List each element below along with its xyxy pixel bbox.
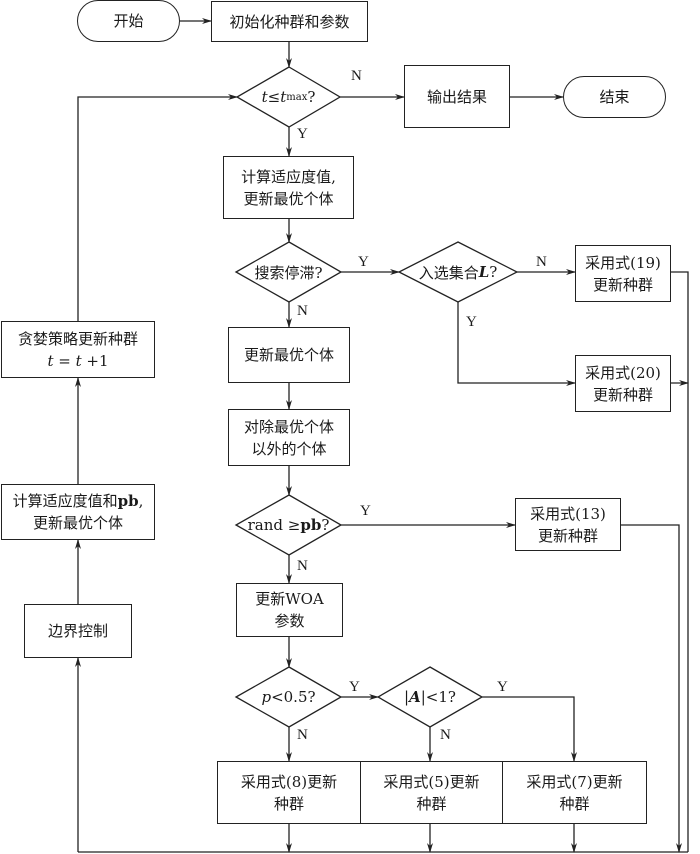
calc-fitness-line1: 计算适应度值, bbox=[241, 167, 336, 186]
calc-pb-text: 计算适应度值和 bbox=[12, 492, 118, 510]
calc-pb-comma: , bbox=[138, 492, 144, 510]
update-woa-box: 更新WOA 参数 bbox=[236, 583, 343, 637]
label-iter-no: N bbox=[351, 68, 362, 84]
eq7-line2: 种群 bbox=[559, 794, 590, 813]
label-set-yes: Y bbox=[466, 314, 477, 330]
cond-A-var: A bbox=[409, 688, 421, 706]
cond-stagnation-text: 搜索停滞? bbox=[236, 257, 341, 287]
cond-A-text: |A|<1? bbox=[378, 682, 482, 712]
boundary-box: 边界控制 bbox=[24, 604, 132, 658]
greedy-eq-t1: t bbox=[47, 351, 54, 370]
label-p-yes: Y bbox=[349, 679, 360, 695]
cond-iter-q: ? bbox=[307, 88, 316, 106]
cond-p-text: p<0.5? bbox=[236, 682, 341, 712]
init-label: 初始化种群和参数 bbox=[229, 12, 350, 31]
update-woa-line1: 更新WOA bbox=[255, 590, 324, 608]
output-label: 输出结果 bbox=[426, 87, 487, 106]
start-label: 开始 bbox=[113, 12, 144, 30]
eq19-box: 采用式(19) 更新种群 bbox=[575, 245, 671, 302]
label-rand-yes: Y bbox=[360, 503, 371, 519]
eq19-line2: 更新种群 bbox=[592, 275, 653, 294]
eq5-box: 采用式(5)更新 种群 bbox=[360, 761, 503, 824]
cond-rand-label: rand ≥ bbox=[247, 516, 301, 534]
arrow-A-eq7 bbox=[482, 696, 577, 762]
label-stag-yes: Y bbox=[358, 254, 369, 270]
eq7-line1: 采用式(7)更新 bbox=[526, 772, 623, 791]
label-set-no: N bbox=[536, 254, 547, 270]
cond-p-label: <0.5? bbox=[271, 688, 316, 706]
greedy-equation: t = t +1 bbox=[47, 350, 108, 372]
calc-fitness-box: 计算适应度值, 更新最优个体 bbox=[223, 156, 354, 219]
others-line1: 对除最优个体 bbox=[243, 417, 334, 436]
update-best-label: 更新最优个体 bbox=[243, 346, 334, 364]
eq13-line1: 采用式(13) bbox=[530, 504, 606, 523]
eq13-line2: 更新种群 bbox=[537, 526, 598, 545]
eq19-line1: 采用式(19) bbox=[585, 253, 661, 272]
start-terminal: 开始 bbox=[77, 0, 180, 42]
eq5-line2: 种群 bbox=[416, 794, 447, 813]
label-p-no: N bbox=[297, 727, 308, 743]
eq7-box: 采用式(7)更新 种群 bbox=[502, 761, 647, 824]
arrow-eq13-down bbox=[621, 524, 682, 853]
init-box: 初始化种群和参数 bbox=[211, 1, 368, 42]
arrow-greedy-cond bbox=[77, 94, 238, 321]
greedy-eq-plus1: +1 bbox=[81, 351, 109, 370]
update-woa-line2: 参数 bbox=[274, 612, 305, 630]
greedy-line1: 贪婪策略更新种群 bbox=[17, 329, 138, 348]
eq8-line2: 种群 bbox=[273, 794, 304, 813]
eq13-box: 采用式(13) 更新种群 bbox=[515, 498, 621, 551]
cond-iter-op: ≤ bbox=[267, 88, 281, 106]
cond-rand-text: rand ≥ pb? bbox=[236, 510, 341, 540]
label-A-yes: Y bbox=[497, 679, 508, 695]
end-label: 结束 bbox=[599, 88, 630, 106]
cond-set-label: 入选集合 bbox=[418, 263, 479, 282]
output-box: 输出结果 bbox=[404, 65, 510, 128]
calc-fitness-line2: 更新最优个体 bbox=[243, 189, 334, 208]
cond-set-var: L bbox=[478, 263, 490, 281]
eq20-box: 采用式(20) 更新种群 bbox=[575, 355, 671, 412]
cond-rand-q: ? bbox=[321, 516, 330, 534]
cond-A-pre: | bbox=[404, 688, 410, 706]
label-stag-no: N bbox=[297, 303, 308, 319]
update-best-box: 更新最优个体 bbox=[228, 327, 350, 383]
end-terminal: 结束 bbox=[563, 76, 666, 118]
label-rand-no: N bbox=[297, 558, 308, 574]
greedy-eq-t2: t bbox=[75, 351, 82, 370]
eq8-line1: 采用式(8)更新 bbox=[240, 772, 338, 791]
calc-pb-line1: 计算适应度值和pb, bbox=[13, 490, 144, 512]
cond-iter-sub: max bbox=[286, 91, 308, 103]
boundary-label: 边界控制 bbox=[47, 622, 108, 640]
cond-set-q: ? bbox=[489, 263, 498, 281]
greedy-eq-equals: = bbox=[53, 351, 76, 370]
calc-pb-box: 计算适应度值和pb, 更新最优个体 bbox=[1, 484, 155, 540]
others-box: 对除最优个体 以外的个体 bbox=[228, 409, 350, 466]
cond-stag-label: 搜索停滞? bbox=[254, 263, 323, 282]
cond-rand-var: pb bbox=[300, 516, 322, 534]
cond-iter-tmax: t bbox=[280, 88, 287, 106]
label-iter-yes: Y bbox=[297, 126, 308, 142]
eq20-line2: 更新种群 bbox=[592, 385, 653, 404]
eq8-box: 采用式(8)更新 种群 bbox=[217, 761, 361, 824]
label-A-no: N bbox=[440, 727, 451, 743]
others-line2: 以外的个体 bbox=[251, 439, 327, 458]
cond-A-post: |<1? bbox=[420, 688, 456, 706]
eq5-line1: 采用式(5)更新 bbox=[383, 772, 480, 791]
greedy-box: 贪婪策略更新种群 t = t +1 bbox=[1, 321, 155, 378]
calc-pb-var: pb bbox=[117, 492, 139, 510]
calc-pb-line2: 更新最优个体 bbox=[32, 514, 123, 532]
cond-iter-t: t bbox=[261, 88, 268, 106]
arrow-set-eq20 bbox=[457, 302, 576, 386]
eq20-line1: 采用式(20) bbox=[585, 363, 661, 382]
cond-p-var: p bbox=[261, 688, 272, 706]
line-eq19-rail bbox=[671, 271, 689, 852]
